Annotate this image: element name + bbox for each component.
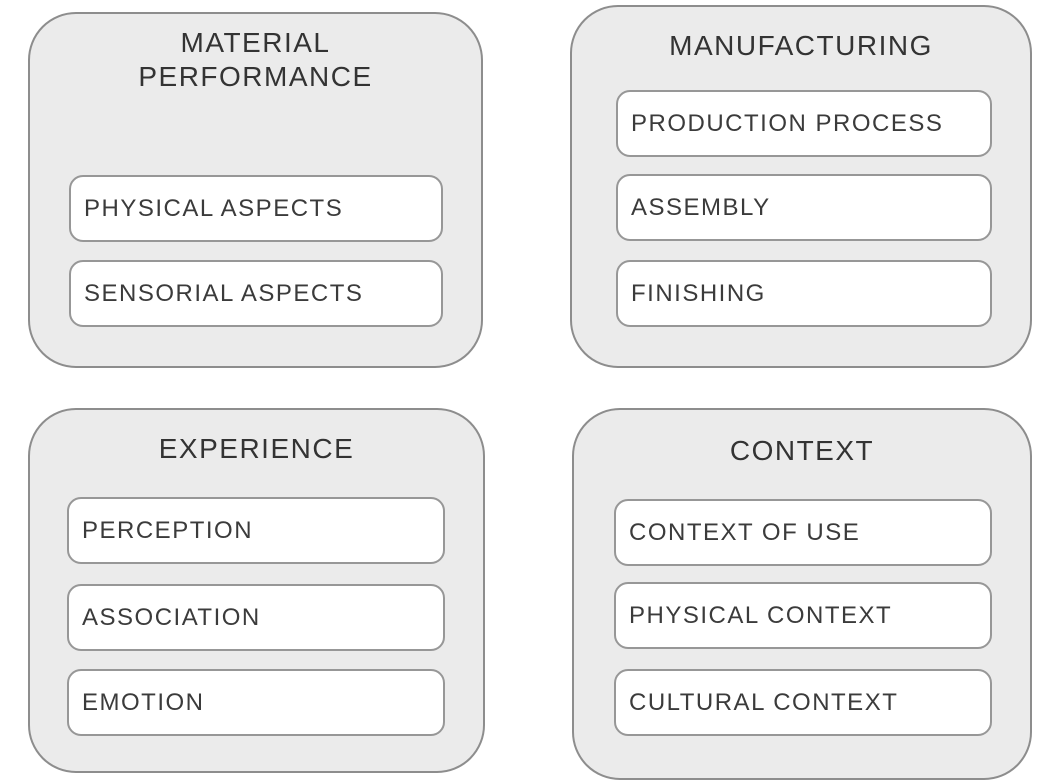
item-physical-context: PHYSICAL CONTEXT bbox=[614, 582, 992, 649]
item-sensorial-aspects: SENSORIAL ASPECTS bbox=[69, 260, 443, 327]
item-production-process: PRODUCTION PROCESS bbox=[616, 90, 992, 157]
panel-manufacturing: MANUFACTURING PRODUCTION PROCESS ASSEMBL… bbox=[570, 5, 1032, 368]
panel-material-performance: MATERIAL PERFORMANCE PHYSICAL ASPECTS SE… bbox=[28, 12, 483, 368]
item-cultural-context: CULTURAL CONTEXT bbox=[614, 669, 992, 736]
item-finishing: FINISHING bbox=[616, 260, 992, 327]
panel-material-performance-title: MATERIAL PERFORMANCE bbox=[138, 27, 373, 92]
panel-context: CONTEXT CONTEXT OF USE PHYSICAL CONTEXT … bbox=[572, 408, 1032, 780]
item-perception: PERCEPTION bbox=[67, 497, 445, 564]
item-physical-aspects: PHYSICAL ASPECTS bbox=[69, 175, 443, 242]
item-assembly: ASSEMBLY bbox=[616, 174, 992, 241]
panel-context-title: CONTEXT bbox=[729, 435, 875, 466]
panel-experience-title: EXPERIENCE bbox=[158, 433, 355, 464]
panel-experience: EXPERIENCE PERCEPTION ASSOCIATION EMOTIO… bbox=[28, 408, 485, 773]
item-association: ASSOCIATION bbox=[67, 584, 445, 651]
panel-manufacturing-title: MANUFACTURING bbox=[669, 30, 933, 61]
item-emotion: EMOTION bbox=[67, 669, 445, 736]
item-context-of-use: CONTEXT OF USE bbox=[614, 499, 992, 566]
